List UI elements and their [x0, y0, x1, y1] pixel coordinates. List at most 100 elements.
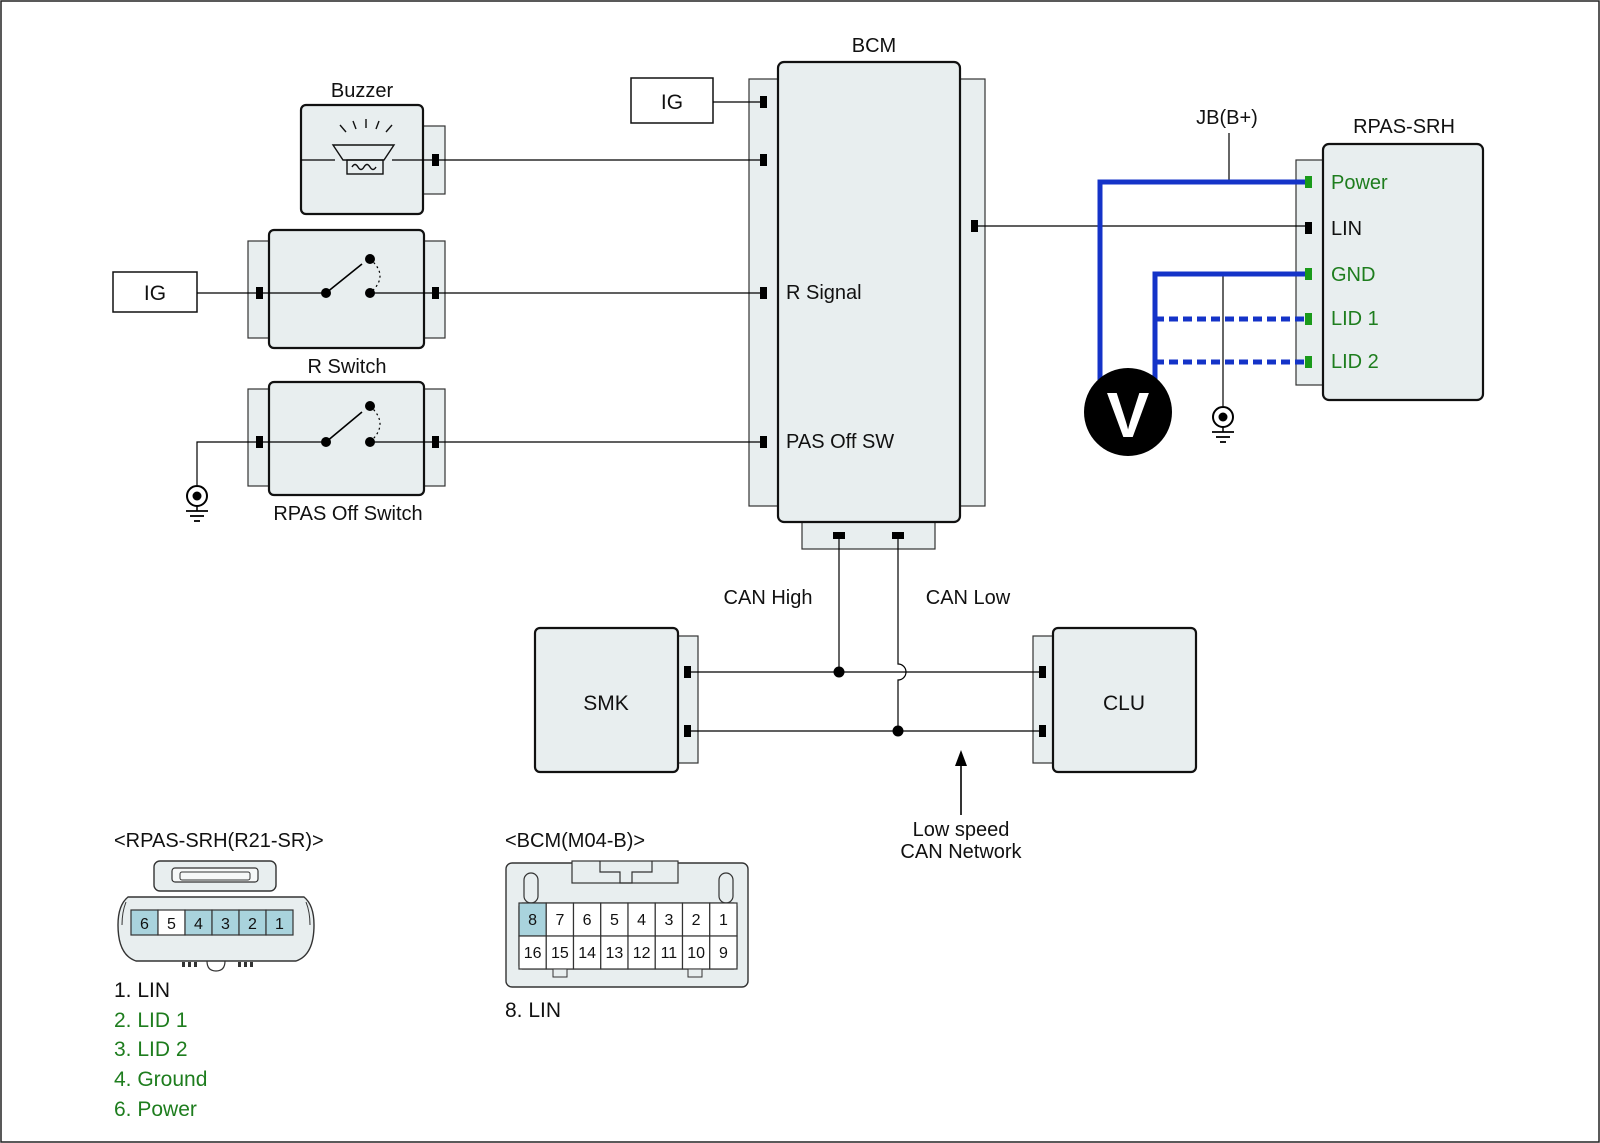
clu-body: [1051, 626, 1198, 774]
bcm-conn-pin-1: 1: [719, 912, 728, 929]
smk-body: [533, 626, 680, 774]
smk-pin-can-low: [684, 725, 691, 737]
bcm-pin-can-low: [892, 532, 904, 539]
bcm-pin-lin-terminal: [971, 220, 978, 232]
ig-left-label: IG: [144, 282, 166, 305]
ground-icon-right: [1212, 406, 1234, 443]
rpas-connector-title: <RPAS-SRH(R21-SR)>: [114, 830, 324, 852]
clu-connector: [1032, 635, 1056, 764]
rpas-legend-6: 6. Power: [114, 1098, 197, 1121]
ig-top-label: IG: [661, 91, 683, 114]
bcm-title: BCM: [852, 35, 896, 57]
bcm-module: BCM R Signal PAS Off SW: [748, 35, 986, 550]
bcm-conn-pin-3: 3: [664, 912, 673, 929]
rpas-srh-body: [1321, 142, 1485, 402]
bcm-conn-pin-15: 15: [551, 945, 569, 962]
bcm-pin-r-signal-terminal: [760, 287, 767, 299]
rpas-legend-4: 4. Ground: [114, 1068, 207, 1091]
ig-source-left: IG: [112, 271, 198, 313]
bcm-pin-ig: [760, 96, 767, 108]
rpas-pin-gnd: GND: [1331, 264, 1375, 286]
bcm-pin-pas-off-terminal: [760, 436, 767, 448]
r-switch-title: R Switch: [308, 356, 387, 378]
rpas-off-switch-body: [267, 380, 426, 497]
r-switch-pin-out: [432, 287, 439, 299]
r-switch-module: R Switch: [247, 228, 446, 378]
rpas-pin-power-terminal: [1305, 176, 1312, 188]
buzzer-title: Buzzer: [331, 80, 394, 102]
rpas-conn-pin-6: 6: [140, 916, 149, 933]
bcm-legend-8: 8. LIN: [505, 999, 561, 1022]
rpas-conn-pin-5: 5: [167, 916, 176, 933]
rpas-connector-pins: 6 5 4 3 2 1: [130, 909, 294, 936]
bcm-conn-pin-16: 16: [524, 945, 542, 962]
can-network-label-line2: CAN Network: [900, 841, 1022, 863]
clu-pin-can-low: [1039, 725, 1046, 737]
rpas-off-switch-title: RPAS Off Switch: [273, 503, 422, 525]
bcm-conn-pin-5: 5: [610, 912, 619, 929]
rpas-off-pin-in: [256, 436, 263, 448]
rpas-conn-pin-4: 4: [194, 916, 203, 933]
rpas-off-switch-module: RPAS Off Switch: [247, 380, 446, 525]
rpas-conn-cell-1: [265, 909, 294, 936]
can-network-label-line1: Low speed: [913, 819, 1010, 841]
bcm-conn-pin-7: 7: [555, 912, 564, 929]
rpas-conn-cell-3: [211, 909, 240, 936]
rpas-off-ground-wire: [196, 441, 256, 485]
rpas-conn-pin-1: 1: [275, 916, 284, 933]
bcm-conn-pin-4: 4: [637, 912, 646, 929]
can-low-junction: [892, 725, 904, 737]
rpas-off-switch-contact-icon: [321, 401, 381, 447]
rpas-legend-2: 2. LID 1: [114, 1009, 188, 1032]
ig-source-top: IG: [630, 77, 714, 124]
can-low-label: CAN Low: [926, 587, 1011, 609]
bcm-conn-pin-2: 2: [692, 912, 701, 929]
bcm-pin-can-high: [833, 532, 845, 539]
rpas-pin-lin: LIN: [1331, 218, 1362, 240]
bcm-conn-pin-8: 8: [528, 912, 537, 929]
can-low-wire: [897, 539, 907, 731]
rpas-srh-module: RPAS-SRH Power LIN GND LID 1 LID 2: [1295, 116, 1485, 402]
bcm-conn-pin-13: 13: [606, 945, 624, 962]
rpas-pin-power: Power: [1331, 172, 1388, 194]
rpas-pin-lid1-terminal: [1305, 313, 1312, 325]
can-high-label: CAN High: [724, 587, 813, 609]
voltmeter-icon: V: [1084, 368, 1172, 456]
bcm-pin-pas-off-sw: PAS Off SW: [786, 431, 894, 453]
clu-title: CLU: [1103, 692, 1145, 715]
buzzer-pin: [432, 154, 439, 166]
jb-label: JB(B+): [1196, 107, 1258, 129]
can-network-arrow-icon: [955, 750, 967, 815]
rpas-pin-lid2: LID 2: [1331, 351, 1379, 373]
voltmeter-symbol: V: [1107, 379, 1150, 451]
smk-title: SMK: [583, 692, 629, 715]
r-switch-body: [267, 228, 426, 350]
can-high-junction: [833, 666, 845, 678]
bcm-pin-r-signal: R Signal: [786, 282, 862, 304]
rpas-conn-cell-2: [238, 909, 267, 936]
rpas-conn-cell-4: [184, 909, 213, 936]
rpas-conn-pin-2: 2: [248, 916, 257, 933]
bcm-connector-title: <BCM(M04-B)>: [505, 830, 645, 852]
bcm-bottom-connector: [801, 518, 936, 550]
bcm-conn-pin-6: 6: [583, 912, 592, 929]
r-switch-pin-in: [256, 287, 263, 299]
rpas-srh-title: RPAS-SRH: [1353, 116, 1455, 138]
bcm-conn-pin-9: 9: [719, 945, 728, 962]
smk-module: SMK: [533, 626, 699, 774]
rpas-legend-3: 3. LID 2: [114, 1038, 188, 1061]
rpas-off-pin-out: [432, 436, 439, 448]
buzzer-icon: [331, 119, 396, 175]
r-switch-contact-icon: [321, 254, 381, 298]
bcm-conn-pin-10: 10: [687, 945, 705, 962]
rpas-pin-lin-terminal: [1305, 222, 1312, 234]
smk-connector: [675, 635, 699, 764]
rpas-connector-view: <RPAS-SRH(R21-SR)> 6 5 4 3 2 1 1. LIN 2.…: [114, 830, 324, 1121]
bcm-connector-pins: 8 7 6 5 4 3 2 1 16 15 14 13 12 11 10 9: [518, 902, 738, 970]
rpas-pin-lid1: LID 1: [1331, 308, 1379, 330]
smk-pin-can-high: [684, 666, 691, 678]
clu-pin-can-high: [1039, 666, 1046, 678]
rpas-conn-pin-3: 3: [221, 916, 230, 933]
